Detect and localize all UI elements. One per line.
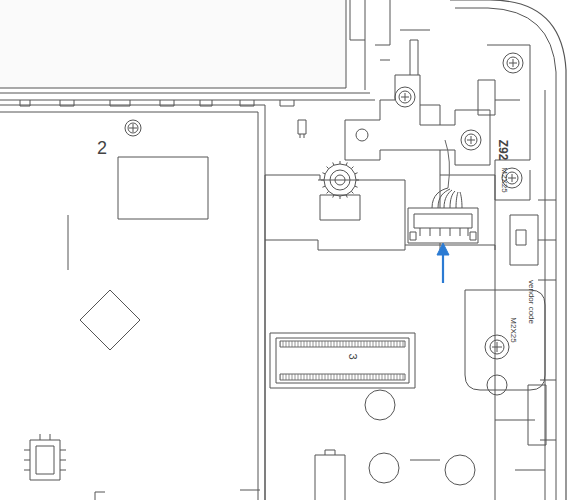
m2-slot — [270, 333, 415, 388]
slot-number: 3 — [347, 353, 358, 359]
screw-spec: M2X25 — [500, 167, 508, 192]
vendor-code: vendor code — [527, 280, 535, 324]
hinge-panel — [0, 0, 346, 88]
callout-number: 2 — [97, 139, 107, 157]
screw-spec: M2X25 — [509, 317, 517, 342]
diamond-mark — [80, 290, 140, 350]
part-label: Z92 — [497, 140, 509, 161]
chip-outline — [118, 157, 208, 219]
